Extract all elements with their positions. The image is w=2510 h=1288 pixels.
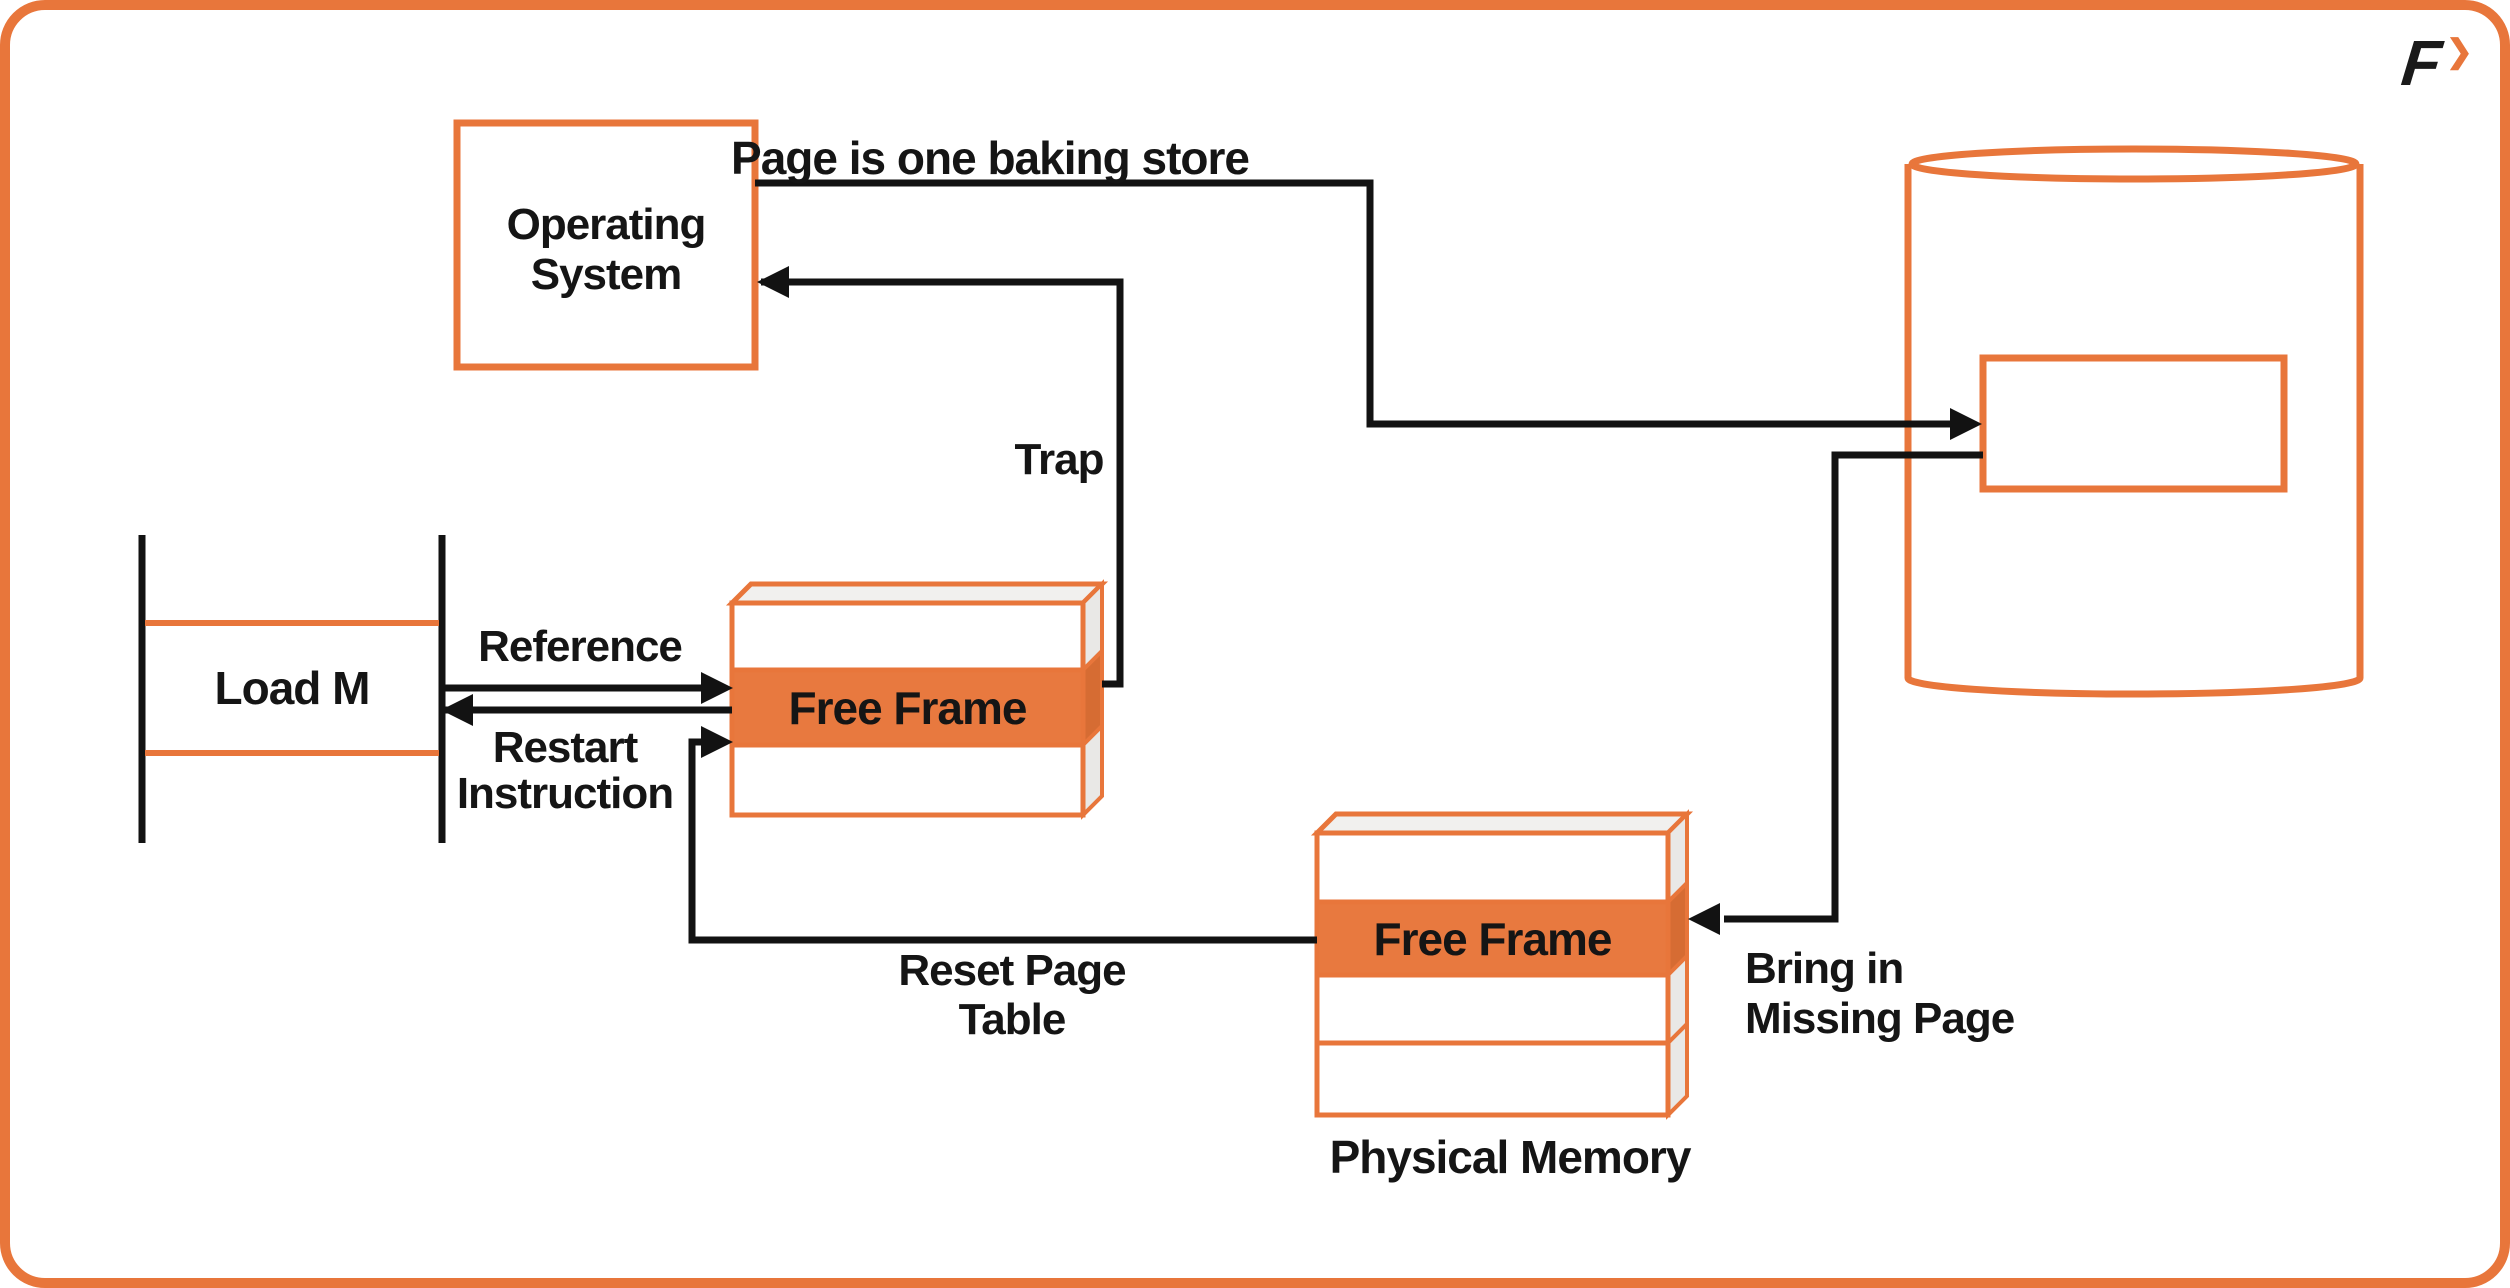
physical-memory-top-face [1310,811,1694,836]
brand-logo-chevron-icon: ❯ [2446,33,2473,69]
cylinder-body [1904,164,2364,698]
arrowhead-trap [757,266,789,298]
physical-memory-row-3 [1314,972,1671,1046]
physical-memory-row-1 [1314,830,1671,905]
edge-trap-label: Trap [1014,435,1105,484]
load-m-label: Load M [214,662,371,714]
edge-page-backing-line [755,179,1954,428]
physical-memory-side-face-4 [1666,1019,1689,1120]
arrowhead-reset [701,726,733,758]
physical-memory-row-4 [1314,1040,1671,1118]
cylinder-top-ellipse [1908,145,2360,183]
page-table-top-face [725,581,1109,606]
page-table-row-top [729,600,1086,673]
arrowhead-reference [701,672,733,704]
page-table-free-frame-label: Free Frame [788,681,1027,734]
operating-system-box [453,119,759,371]
brand-logo: F ❯ [2398,26,2482,99]
brand-logo-letter: F [2398,27,2445,99]
connectors [442,179,1983,944]
physical-memory-box [1310,809,1694,1120]
edge-page-backing-label: Page is one baking store [731,132,1250,184]
physical-memory-caption: Physical Memory [1329,1131,1692,1183]
operating-system-label: Operating System [506,200,707,299]
backing-store-cylinder [1904,145,2364,698]
edge-reset-label: Reset Page Table [898,946,1126,1044]
page-table-box [725,579,1109,820]
load-m-cell-lines [145,620,439,756]
backing-store-page-slot [1979,354,2288,493]
edge-trap-line [761,278,1124,688]
arrowhead-page-backing [1950,408,1982,440]
arrowheads [441,266,1982,935]
edge-bring-in-label: Bring in Missing Page [1745,944,2015,1043]
page-table-row-bottom [729,742,1086,818]
edge-reference-label: Reference [478,622,683,671]
arrowhead-restart [441,694,473,726]
edge-reset-line [688,738,1317,944]
edge-bring-in-line [1724,451,1983,923]
physical-memory-free-frame-label: Free Frame [1373,912,1612,965]
page-table-side-face-bottom [1081,721,1104,820]
edge-restart-label: Restart Instruction [456,723,674,818]
arrowhead-bring-in [1688,903,1720,935]
